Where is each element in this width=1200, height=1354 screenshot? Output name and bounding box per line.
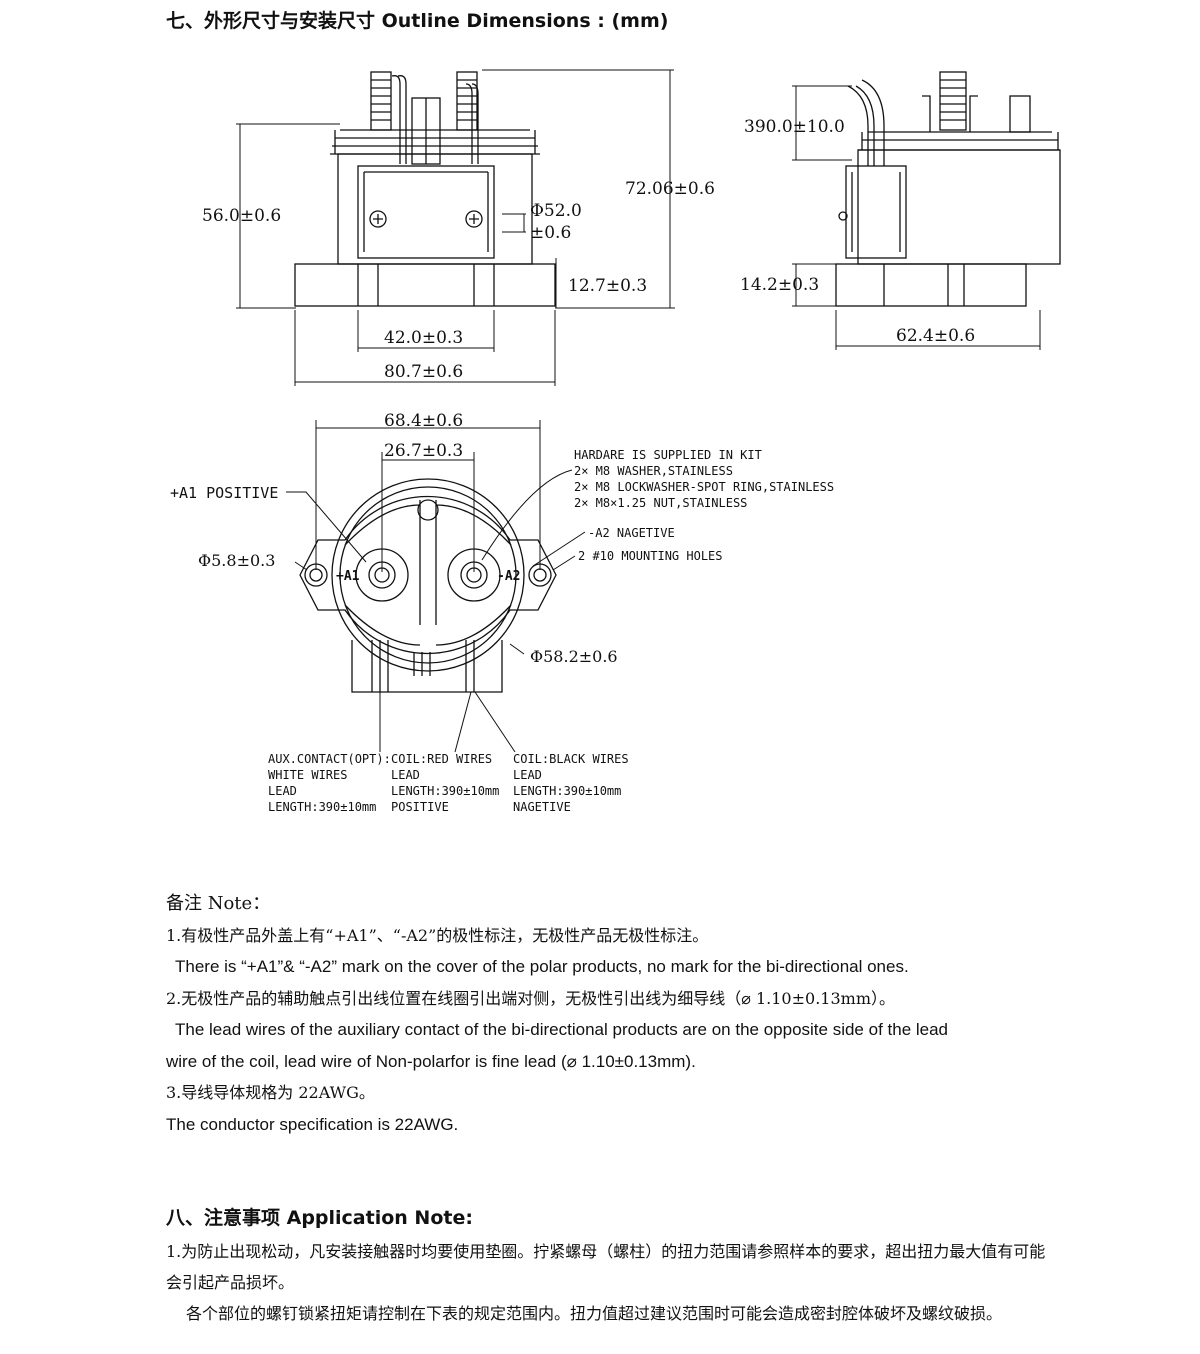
outline-drawing: 56.0±0.6 72.06±0.6 Φ52.0 ±0.6 12.7±0.3 4…: [170, 69, 1061, 814]
aux-line-4: LENGTH:390±10mm: [268, 800, 376, 814]
flange: [294, 263, 556, 307]
dim-top-width: 68.4±0.6: [384, 411, 463, 431]
terminal-a2-mark: -A2: [497, 569, 520, 584]
note-2-en-b: wire of the coil, lead wire of Non-polar…: [166, 1051, 696, 1071]
front-view: [236, 69, 675, 386]
dim-hole-diameter: Φ5.8±0.3: [198, 551, 275, 570]
black-line-4: NAGETIVE: [513, 800, 571, 814]
aux-line-1: AUX.CONTACT(OPT):: [268, 752, 391, 766]
cover-panel: [357, 165, 495, 259]
dim-lead-length: 390.0±10.0: [744, 117, 845, 137]
aux-line-3: LEAD: [268, 784, 297, 798]
stud-right: [456, 71, 478, 131]
note-1-en: There is “+A1”& “-A2” mark on the cover …: [175, 957, 909, 976]
aux-line-2: WHITE WIRES: [268, 768, 347, 782]
application-note: 1.为防止出现松动，凡安装接触器时均要使用垫圈。拧紧螺母（螺柱）的扭力范围请参照…: [166, 1236, 1046, 1329]
note-3-en: The conductor specification is 22AWG.: [166, 1114, 459, 1134]
stud-left: [370, 71, 392, 131]
app-note-2: 各个部位的螺钉锁紧扭矩请控制在下表的规定范围内。扭力值超过建议范围时可能会造成密…: [186, 1304, 1003, 1323]
screw-right: [465, 210, 483, 228]
dim-hole-spacing: 42.0±0.3: [384, 328, 463, 348]
red-line-3: LENGTH:390±10mm: [391, 784, 499, 798]
top-body: [331, 478, 525, 672]
dim-flange: 12.7±0.3: [568, 276, 647, 296]
red-line-2: LEAD: [391, 768, 420, 782]
label-positive: +A1 POSITIVE: [170, 484, 278, 502]
label-mounting-holes: 2 #10 MOUNTING HOLES: [578, 549, 723, 563]
notes-title: 备注 Note：: [166, 893, 271, 914]
section-7-title: 七、外形尺寸与安装尺寸 Outline Dimensions : (mm): [166, 10, 669, 32]
note-2-zh: 2.无极性产品的辅助触点引出线位置在线圈引出端对侧，无极性引出线为细导线（⌀ 1…: [166, 988, 895, 1008]
note-1-zh: 1.有极性产品外盖上有“+A1”、“-A2”的极性标注，无极性产品无极性标注。: [166, 925, 709, 945]
black-line-2: LEAD: [513, 768, 542, 782]
dim-side-flange: 14.2±0.3: [740, 275, 819, 295]
app-note-1: 1.为防止出现松动，凡安装接触器时均要使用垫圈。拧紧螺母（螺柱）的扭力范围请参照…: [166, 1242, 1046, 1292]
hardware-line-4: 2× M8×1.25 NUT,STAINLESS: [574, 496, 747, 510]
dim-width: 80.7±0.6: [384, 362, 463, 382]
dim-body-diameter: Φ58.2±0.6: [530, 647, 618, 666]
terminal-a1-mark: +A1: [336, 569, 360, 584]
dim-height: 56.0±0.6: [202, 206, 281, 226]
black-line-1: COIL:BLACK WIRES: [513, 752, 629, 766]
body: [337, 153, 533, 265]
note-2-en-a: The lead wires of the auxiliary contact …: [175, 1020, 949, 1039]
label-negative: -A2 NAGETIVE: [588, 526, 675, 540]
side-connector: [845, 165, 907, 259]
red-line-1: COIL:RED WIRES: [391, 752, 492, 766]
note-3-zh: 3.导线导体规格为 22AWG。: [166, 1083, 375, 1102]
notes-section: 备注 Note： 1.有极性产品外盖上有“+A1”、“-A2”的极性标注，无极性…: [166, 888, 1166, 1140]
dim-diameter-2: ±0.6: [530, 223, 571, 243]
top-view: [286, 420, 586, 753]
dim-depth: 62.4±0.6: [896, 326, 975, 346]
dim-terminal-spacing: 26.7±0.3: [384, 441, 463, 461]
section-8-title: 八、注意事项 Application Note:: [166, 1207, 473, 1229]
dim-diameter-1: Φ52.0: [530, 201, 582, 221]
hardware-line-3: 2× M8 LOCKWASHER-SPOT RING,STAINLESS: [574, 480, 834, 494]
red-line-4: POSITIVE: [391, 800, 449, 814]
hardware-line-1: HARDARE IS SUPPLIED IN KIT: [574, 448, 762, 462]
dim-total-height: 72.06±0.6: [625, 179, 715, 199]
side-flange: [835, 263, 1027, 307]
side-body: [857, 149, 1061, 265]
dimension-labels: 56.0±0.6 72.06±0.6 Φ52.0 ±0.6 12.7±0.3 4…: [170, 117, 975, 814]
black-line-3: LENGTH:390±10mm: [513, 784, 621, 798]
side-stud: [939, 71, 967, 131]
screw-left: [369, 210, 387, 228]
hardware-line-2: 2× M8 WASHER,STAINLESS: [574, 464, 733, 478]
side-view: [792, 71, 1061, 350]
